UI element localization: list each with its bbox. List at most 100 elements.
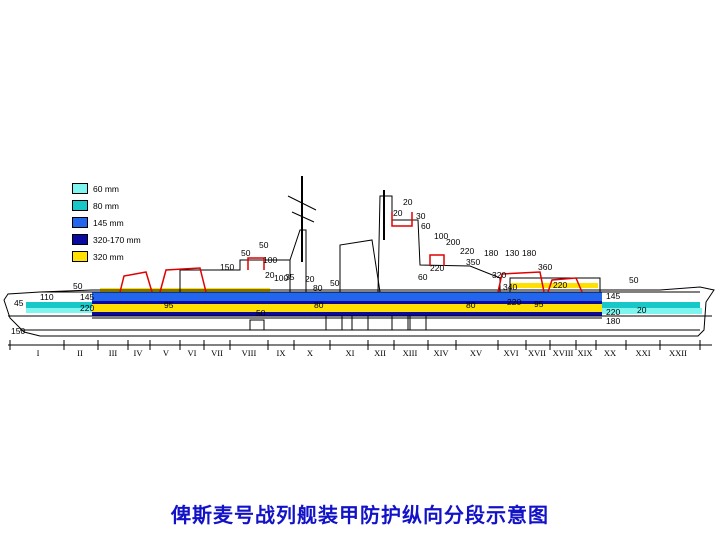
- thickness-label: 60: [421, 221, 431, 231]
- thickness-label: 320: [492, 270, 506, 280]
- legend-item: 60 mm: [72, 180, 141, 197]
- thickness-label: 80: [466, 300, 476, 310]
- legend: 60 mm 80 mm 145 mm 320-170 mm 320 mm: [72, 180, 141, 265]
- thickness-label: 100: [263, 255, 277, 265]
- red-outlines: [119, 212, 583, 293]
- armor-band-320-170: [92, 301, 602, 304]
- thickness-label: 50: [73, 281, 83, 291]
- thickness-label: 145: [80, 292, 94, 302]
- thickness-label: 60: [418, 272, 428, 282]
- section-label: XXI: [635, 348, 650, 358]
- boiler-1: [325, 315, 343, 331]
- legend-swatch: [72, 217, 88, 228]
- aft-conning-tower: [429, 254, 445, 266]
- section-label: IX: [277, 348, 286, 358]
- armor-band-320: [92, 304, 602, 312]
- legend-item: 320-170 mm: [72, 231, 141, 248]
- section-label: XVIII: [553, 348, 574, 358]
- thickness-label: 350: [466, 257, 480, 267]
- turret-bruno: [159, 267, 207, 293]
- armor-bands: [26, 283, 702, 316]
- thickness-label: 35: [285, 272, 295, 282]
- legend-label: 320-170 mm: [93, 234, 141, 245]
- thickness-label: 220: [553, 280, 567, 290]
- armor-band-320-aft: [510, 283, 598, 288]
- legend-swatch: [72, 234, 88, 245]
- thickness-label: 220: [80, 303, 94, 313]
- thickness-label: 360: [538, 262, 552, 272]
- boiler-3: [391, 315, 409, 331]
- thickness-label: 145: [606, 291, 620, 301]
- section-label: III: [109, 348, 118, 358]
- legend-item: 145 mm: [72, 214, 141, 231]
- machinery: [249, 315, 427, 331]
- section-label: XII: [374, 348, 386, 358]
- armor-band-320-170-lower: [92, 312, 602, 316]
- thickness-label: 50: [330, 278, 340, 288]
- conning-tower: [247, 257, 265, 270]
- section-label: VI: [188, 348, 197, 358]
- thickness-label: 110: [40, 292, 54, 302]
- turret-caesar: [497, 271, 545, 293]
- red-rangefinder-top: [391, 212, 413, 227]
- thickness-label: 100: [434, 231, 448, 241]
- thickness-label: 80: [314, 300, 324, 310]
- armor-band-80: [26, 302, 92, 308]
- thickness-label: 20: [393, 208, 403, 218]
- thickness-label: 45: [14, 298, 24, 308]
- thickness-label: 95: [534, 299, 544, 309]
- section-label: IV: [134, 348, 144, 358]
- armor-band-60-aft: [602, 308, 702, 314]
- section-label: XXII: [669, 348, 687, 358]
- legend-label: 320 mm: [93, 251, 124, 262]
- thickness-label: 200: [446, 237, 460, 247]
- thickness-label: 80: [313, 283, 323, 293]
- superstructure: [179, 176, 601, 293]
- thickness-label: 95: [164, 300, 174, 310]
- thickness-label: 50: [259, 240, 269, 250]
- section-label: V: [163, 348, 170, 358]
- mast-yard-2: [291, 211, 315, 223]
- boiler-4: [409, 315, 427, 331]
- thickness-label: 180: [522, 248, 536, 258]
- armor-band-60-bow: [26, 308, 92, 313]
- thickness-label: 50: [241, 248, 251, 258]
- section-label: X: [307, 348, 313, 358]
- section-label: XIX: [577, 348, 592, 358]
- section-label: XX: [604, 348, 616, 358]
- section-label: VIII: [242, 348, 257, 358]
- thickness-label: 220: [606, 307, 620, 317]
- section-label: I: [37, 348, 40, 358]
- section-label: VII: [211, 348, 223, 358]
- thickness-label: 220: [507, 297, 521, 307]
- boiler-2: [351, 315, 369, 331]
- funnel: [339, 239, 381, 293]
- thickness-label: 220: [430, 263, 444, 273]
- thickness-label: 50: [256, 308, 266, 318]
- forward-superstructure: [179, 259, 291, 292]
- thickness-label: 150: [220, 262, 234, 272]
- thickness-label: 20: [637, 305, 647, 315]
- section-label: II: [77, 348, 83, 358]
- thickness-label: 180: [484, 248, 498, 258]
- thickness-label: 100: [274, 273, 288, 283]
- legend-label: 60 mm: [93, 183, 119, 194]
- section-label: XIV: [433, 348, 449, 358]
- aft-structure: [509, 277, 601, 292]
- section-label: XI: [346, 348, 355, 358]
- thickness-label: 50: [629, 275, 639, 285]
- thickness-label: 20: [265, 270, 275, 280]
- armor-band-145: [92, 292, 602, 301]
- thickness-label: 180: [606, 316, 620, 326]
- thickness-label: 20: [305, 274, 315, 284]
- engine-1: [249, 319, 265, 331]
- legend-item: 80 mm: [72, 197, 141, 214]
- legend-item: 320 mm: [72, 248, 141, 265]
- section-label: XIII: [403, 348, 418, 358]
- legend-label: 145 mm: [93, 217, 124, 228]
- thickness-label: 130: [505, 248, 519, 258]
- legend-swatch: [72, 183, 88, 194]
